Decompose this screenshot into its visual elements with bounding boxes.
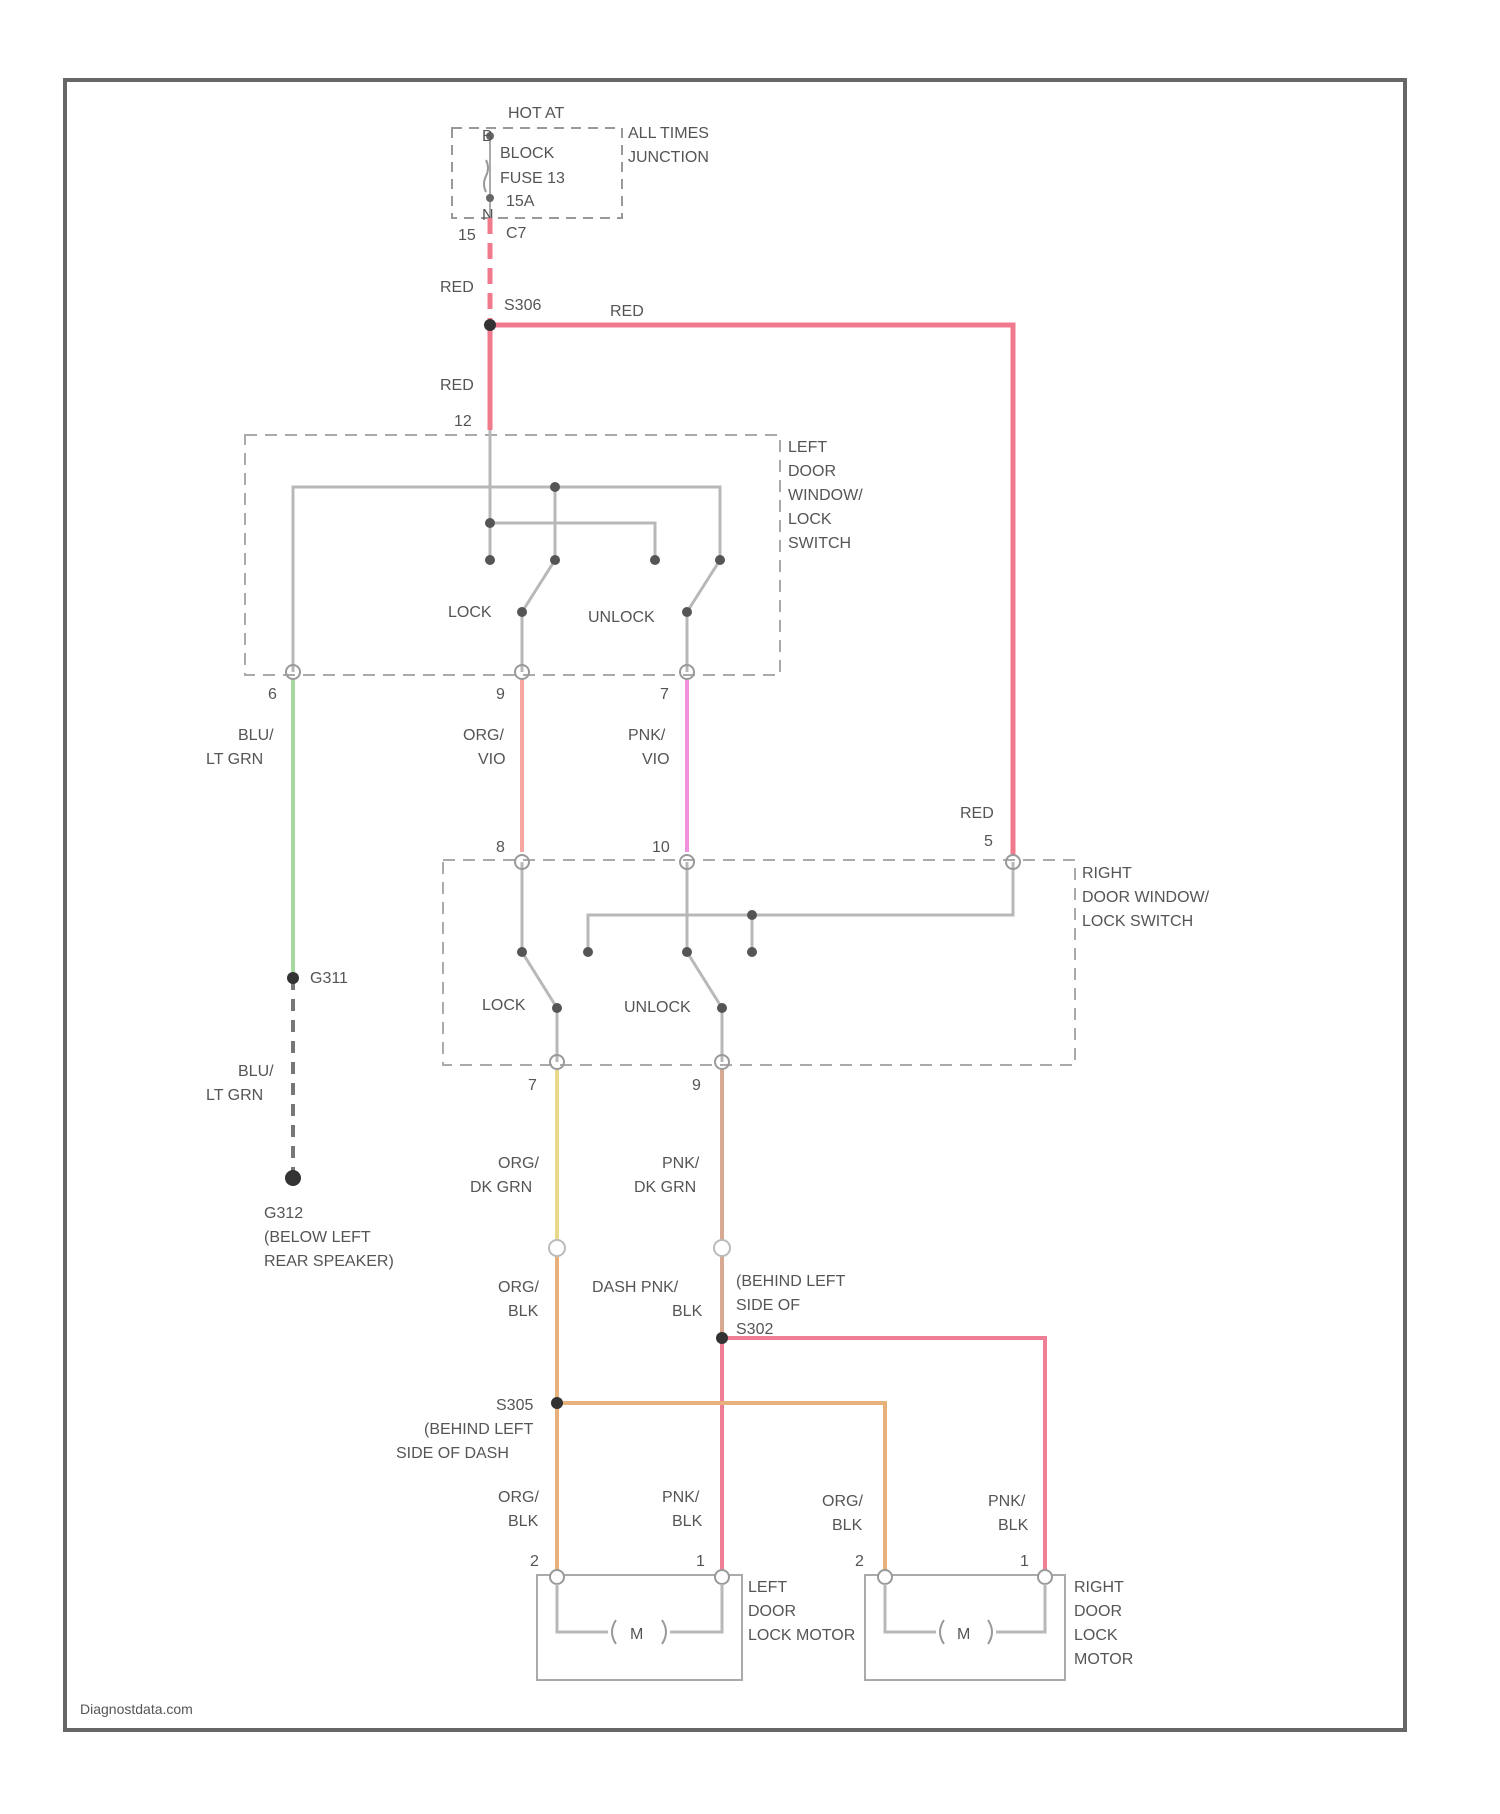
ground-g312-label-3: REAR SPEAKER) xyxy=(264,1253,394,1270)
splice-s305-label-2: (BEHIND LEFT xyxy=(424,1421,534,1438)
left-switch-pin-c: 7 xyxy=(660,686,669,703)
left-switch-label-5: SWITCH xyxy=(788,535,851,552)
ground-g311-label: G311 xyxy=(310,970,348,987)
left-door-lock-motor xyxy=(537,1570,742,1680)
wire-org-label-2: ORG/ xyxy=(498,1155,539,1172)
wire-org-label-4: ORG/ xyxy=(498,1489,539,1506)
wire-ltgrn-label-1: LT GRN xyxy=(206,751,263,768)
fuse-pin-top: B xyxy=(482,128,493,145)
right-motor-label-3: LOCK xyxy=(1074,1627,1118,1644)
motor-wires xyxy=(549,1070,1045,1570)
wire-pnk-label-1: PNK/ xyxy=(628,727,666,744)
right-door-switch xyxy=(443,855,1075,1069)
fuse-amp-label: 15A xyxy=(506,193,535,210)
wire-blk-label-3: BLK xyxy=(508,1513,539,1530)
wire-blu-label-1: BLU/ xyxy=(238,727,274,744)
splice-dot-s302 xyxy=(716,1332,728,1344)
wire-ltgrn-label-2: LT GRN xyxy=(206,1087,263,1104)
left-motor-symbol: M xyxy=(630,1626,643,1643)
junction-label-1: ALL TIMES xyxy=(628,125,709,142)
wire-blk-label-6: BLK xyxy=(998,1517,1029,1534)
wire-pnk-label-3: PNK/ xyxy=(662,1489,700,1506)
wire-blk-label-2: BLK xyxy=(672,1303,703,1320)
left-motor-pin-a: 2 xyxy=(530,1553,539,1570)
wire-red-label-1: RED xyxy=(440,279,474,296)
right-motor-label-4: MOTOR xyxy=(1074,1651,1133,1668)
ground-g312-label-2: (BELOW LEFT xyxy=(264,1229,371,1246)
wire-red-label-4: RED xyxy=(960,805,994,822)
hot-at-label: HOT AT xyxy=(508,105,565,122)
left-switch-label-3: WINDOW/ xyxy=(788,487,863,504)
right-switch-pin-out-a: 7 xyxy=(528,1077,537,1094)
wire-red-label-2: RED xyxy=(610,303,644,320)
left-motor-label-2: DOOR xyxy=(748,1603,796,1620)
right-switch-label-2: DOOR WINDOW/ xyxy=(1082,889,1210,906)
ground-g312-label: G312 xyxy=(264,1205,303,1222)
splice-dot-g311 xyxy=(287,972,299,984)
splice-s302-label-3: S302 xyxy=(736,1321,773,1338)
splice-s305-label-3: SIDE OF DASH xyxy=(396,1445,509,1462)
wire-blk-label-1: BLK xyxy=(508,1303,539,1320)
wire-dash-pnk-label: DASH PNK/ xyxy=(592,1279,679,1296)
left-door-switch xyxy=(245,430,780,679)
right-door-lock-motor xyxy=(865,1570,1065,1680)
right-switch-pin-b: 10 xyxy=(652,839,670,856)
left-switch-label-4: LOCK xyxy=(788,511,832,528)
ground-g312-dot xyxy=(285,1170,301,1186)
wire-blk-label-4: BLK xyxy=(672,1513,703,1530)
junction-label-2: JUNCTION xyxy=(628,149,709,166)
fuse-connector-label: C7 xyxy=(506,225,527,242)
left-switch-unlock-label: UNLOCK xyxy=(588,609,655,626)
left-switch-pin-b: 9 xyxy=(496,686,505,703)
splice-s302-label-2: SIDE OF xyxy=(736,1297,800,1314)
left-switch-pin-a: 6 xyxy=(268,686,277,703)
wire-blk-label-5: BLK xyxy=(832,1517,863,1534)
left-switch-pin-top: 12 xyxy=(454,413,472,430)
right-switch-pin-c: 5 xyxy=(984,833,993,850)
right-switch-label-3: LOCK SWITCH xyxy=(1082,913,1193,930)
right-switch-pin-out-b: 9 xyxy=(692,1077,701,1094)
splice-s306-label: S306 xyxy=(504,297,541,314)
right-motor-label-2: DOOR xyxy=(1074,1603,1122,1620)
left-motor-label-3: LOCK MOTOR xyxy=(748,1627,855,1644)
splice-dot-s305 xyxy=(551,1397,563,1409)
right-motor-pin-b: 1 xyxy=(1020,1553,1029,1570)
right-switch-lock-label: LOCK xyxy=(482,997,526,1014)
splice-dot-s306 xyxy=(484,319,496,331)
fuse-block-label: BLOCK xyxy=(500,145,555,162)
left-switch-label-2: DOOR xyxy=(788,463,836,480)
left-motor-label-1: LEFT xyxy=(748,1579,787,1596)
left-motor-pin-b: 1 xyxy=(696,1553,705,1570)
wire-vio-label-2: VIO xyxy=(642,751,670,768)
wire-blu-label-2: BLU/ xyxy=(238,1063,274,1080)
wire-org-label-5: ORG/ xyxy=(822,1493,863,1510)
right-motor-pin-a: 2 xyxy=(855,1553,864,1570)
wire-red-label-3: RED xyxy=(440,377,474,394)
wire-org-label-3: ORG/ xyxy=(498,1279,539,1296)
right-switch-pin-a: 8 xyxy=(496,839,505,856)
splice-s305-label-1: S305 xyxy=(496,1397,533,1414)
fuse-pin-number: 15 xyxy=(458,227,476,244)
wire-dkgrn-label-2: DK GRN xyxy=(634,1179,696,1196)
wire-pnk-label-4: PNK/ xyxy=(988,1493,1026,1510)
fuse-number-label: FUSE 13 xyxy=(500,170,565,187)
right-motor-symbol: M xyxy=(957,1626,970,1643)
wire-org-label-1: ORG/ xyxy=(463,727,504,744)
left-switch-lock-label: LOCK xyxy=(448,604,492,621)
red-power-wire xyxy=(484,218,1013,855)
wire-pnk-label-2: PNK/ xyxy=(662,1155,700,1172)
right-motor-label-1: RIGHT xyxy=(1074,1579,1124,1596)
splice-s302-label-1: (BEHIND LEFT xyxy=(736,1273,846,1290)
right-switch-label-1: RIGHT xyxy=(1082,865,1132,882)
wire-dkgrn-label-1: DK GRN xyxy=(470,1179,532,1196)
wire-vio-label-1: VIO xyxy=(478,751,506,768)
left-switch-label-1: LEFT xyxy=(788,439,827,456)
right-switch-unlock-label: UNLOCK xyxy=(624,999,691,1016)
watermark: Diagnostdata.com xyxy=(80,1701,193,1717)
